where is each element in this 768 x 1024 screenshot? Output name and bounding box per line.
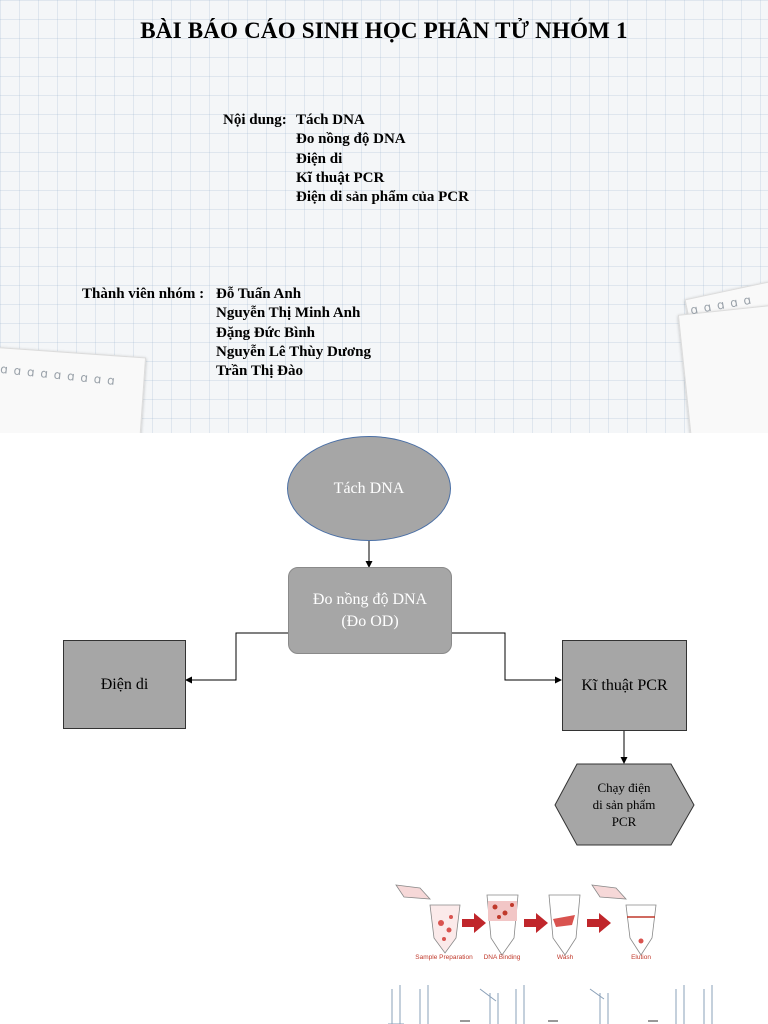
- paper-decoration-left: [0, 346, 147, 433]
- node-pcr-product-label: Chạy điện di sản phẩm PCR: [577, 779, 671, 830]
- illus-label-sample: Sample Preparation: [415, 954, 473, 961]
- title-slide: ɑ ɑ ɑ ɑ ɑ ɑ ɑ ɑ ɑ ɑ ɑ ɑ ɑ ɑ BÀI BÁO CÁO …: [0, 0, 768, 433]
- node-dna-concentration: Đo nồng độ DNA (Đo OD): [288, 567, 452, 654]
- illus-label-elution: Elution: [631, 954, 651, 961]
- pcr-product-line2: di sản phẩm: [592, 797, 656, 812]
- member-name: Nguyễn Lê Thùy Dương: [216, 343, 371, 360]
- illus-label-wash: Wash: [557, 954, 574, 961]
- flowchart-slide: Sample Preparation DNA Binding Wash Elut…: [0, 433, 768, 1024]
- node-dna-concentration-line1: Đo nồng độ DNA: [312, 590, 428, 608]
- member-name: Đặng Đức Bình: [216, 324, 316, 341]
- members-list: Đỗ Tuấn Anh Nguyễn Thị Minh Anh Đặng Đức…: [216, 285, 371, 381]
- members-label: Thành viên nhóm :: [82, 286, 205, 302]
- content-item: Tách DNA: [296, 112, 365, 128]
- flow-connectors: Sample Preparation DNA Binding Wash Elut…: [185, 539, 713, 1024]
- arrow-measure-to-left: [185, 632, 288, 684]
- content-list: Tách DNA Đo nồng độ DNA Điện di Kĩ thuật…: [296, 111, 469, 207]
- paper-decoration-right: [677, 302, 768, 433]
- member-name: Nguyễn Thị Minh Anh: [216, 305, 361, 322]
- node-dna-extraction-label: Tách DNA: [333, 479, 405, 497]
- arrow-measure-to-right: [450, 632, 562, 684]
- node-dna-concentration-line2: (Đo OD): [341, 612, 399, 630]
- report-title: BÀI BÁO CÁO SINH HỌC PHÂN TỬ NHÓM 1: [140, 18, 628, 43]
- illus-label-binding: DNA Binding: [484, 954, 521, 961]
- content-item: Kĩ thuật PCR: [296, 169, 385, 186]
- pcr-product-line1: Chạy điện: [597, 780, 651, 795]
- node-electrophoresis-label: Điện di: [100, 675, 149, 693]
- content-item: Đo nồng độ DNA: [296, 131, 406, 148]
- member-name: Trần Thị Đào: [216, 363, 303, 380]
- node-pcr-technique-label: Kĩ thuật PCR: [581, 676, 668, 694]
- content-item: Điện di sản phẩm của PCR: [296, 189, 469, 206]
- node-pcr-technique: Kĩ thuật PCR: [562, 640, 687, 731]
- content-item: Điện di: [296, 150, 343, 167]
- pipette-illustration: [388, 985, 713, 1024]
- dna-extraction-illustration: Sample Preparation DNA Binding Wash Elut…: [395, 884, 657, 961]
- node-electrophoresis: Điện di: [63, 640, 186, 729]
- content-label: Nội dung:: [223, 112, 287, 128]
- final-hexagon: [554, 763, 695, 846]
- member-name: Đỗ Tuấn Anh: [216, 286, 302, 302]
- pcr-product-line3: PCR: [611, 814, 637, 829]
- node-dna-extraction: Tách DNA: [287, 436, 451, 541]
